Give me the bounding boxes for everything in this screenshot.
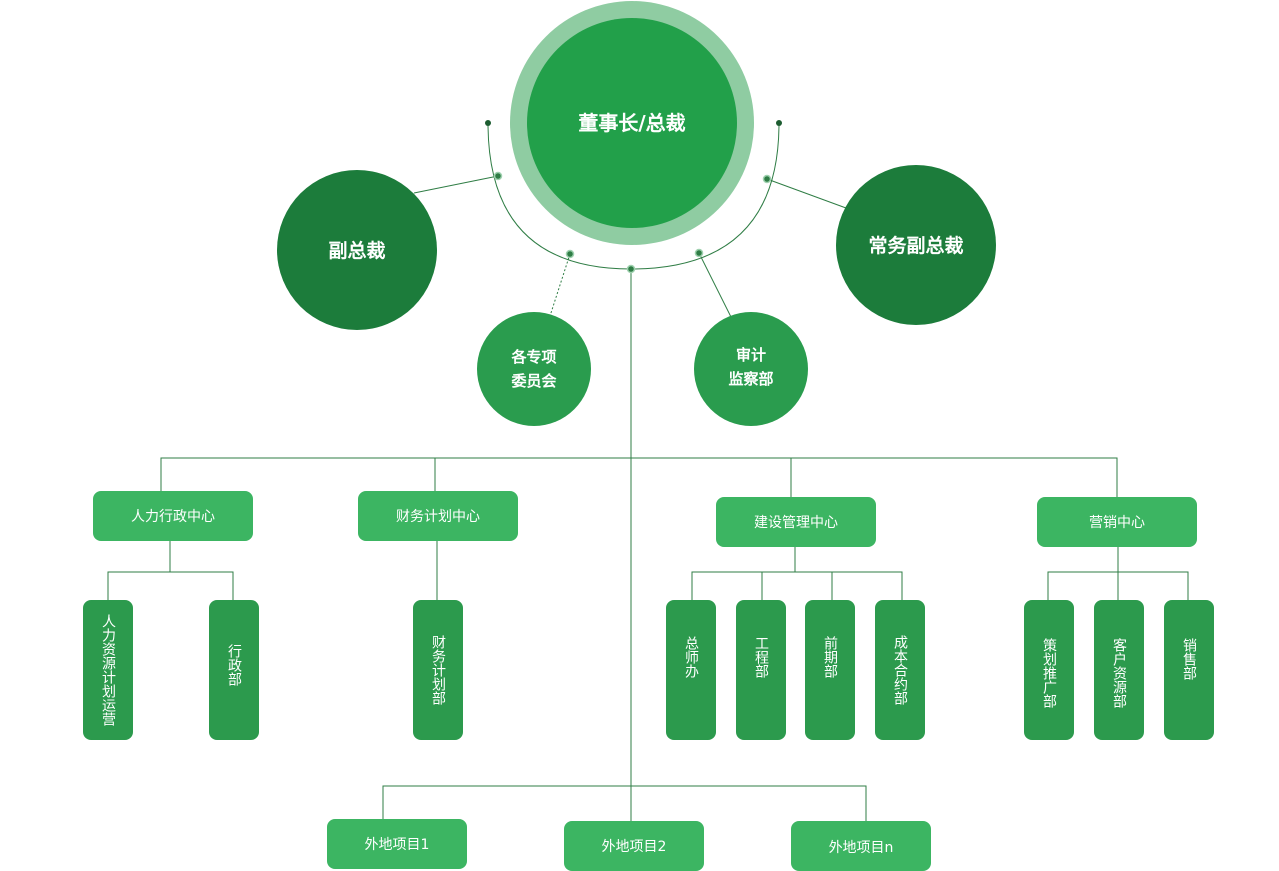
center-hr[interactable]: 人力行政中心 xyxy=(93,491,253,541)
project-1[interactable]: 外地项目1 xyxy=(327,819,467,869)
vp-node[interactable]: 副总裁 xyxy=(277,170,437,330)
dept-box[interactable] xyxy=(805,600,855,740)
dept-label: 人力资源计划运营 xyxy=(100,614,116,726)
line-to-vp xyxy=(413,175,499,194)
committees-node[interactable]: 各专项 委员会 xyxy=(477,312,591,426)
audit-label-line1: 审计 xyxy=(736,346,766,364)
line-to-committees xyxy=(549,253,571,317)
dept-box[interactable] xyxy=(1094,600,1144,740)
arc-dot xyxy=(626,264,636,274)
chairman-label: 董事长/总裁 xyxy=(578,111,685,135)
center-label: 营销中心 xyxy=(1089,515,1145,531)
hr-bus xyxy=(107,571,234,600)
chairman-core xyxy=(527,18,737,228)
connectors xyxy=(107,122,1189,821)
center-finance[interactable]: 财务计划中心 xyxy=(358,491,518,541)
project-n[interactable]: 外地项目n xyxy=(791,821,931,871)
audit-label-line2: 监察部 xyxy=(728,370,773,388)
center-label: 建设管理中心 xyxy=(754,515,838,531)
project-label: 外地项目n xyxy=(829,840,894,856)
dept-box[interactable] xyxy=(413,600,463,740)
project-box xyxy=(327,819,467,869)
dept-label: 工程部 xyxy=(753,636,769,678)
committees-label-line1: 各专项 xyxy=(510,348,556,366)
center-box xyxy=(358,491,518,541)
dept-box[interactable] xyxy=(666,600,716,740)
arc-end-dot-right xyxy=(776,120,782,126)
connection-dots xyxy=(485,120,782,274)
audit-node[interactable]: 审计 监察部 xyxy=(694,312,808,426)
dept-label: 销售部 xyxy=(1181,638,1197,680)
arc-dot xyxy=(694,248,704,258)
audit-circle xyxy=(694,312,808,426)
dept-label: 财务计划部 xyxy=(430,635,446,705)
construction-bus xyxy=(691,571,903,600)
dept-box[interactable] xyxy=(1164,600,1214,740)
center-box xyxy=(93,491,253,541)
arc-dot xyxy=(762,174,772,184)
vp-circle xyxy=(277,170,437,330)
center-construction[interactable]: 建设管理中心 xyxy=(716,497,876,547)
dept-label: 成本合约部 xyxy=(892,635,908,705)
vp-label: 副总裁 xyxy=(328,239,385,262)
project-label: 外地项目2 xyxy=(602,839,667,855)
projects-bus xyxy=(382,785,867,821)
project-box xyxy=(564,821,704,871)
center-label: 财务计划中心 xyxy=(396,509,480,525)
project-2[interactable]: 外地项目2 xyxy=(564,821,704,871)
chairman-node[interactable]: 董事长/总裁 xyxy=(510,1,754,245)
committees-label-line2: 委员会 xyxy=(511,372,556,390)
line-to-audit xyxy=(698,252,732,318)
evp-node[interactable]: 常务副总裁 xyxy=(836,165,996,325)
arc-end-dot-left xyxy=(485,120,491,126)
center-box xyxy=(716,497,876,547)
arc-dot xyxy=(493,171,503,181)
center-label: 人力行政中心 xyxy=(131,509,215,525)
dept-label: 总师办 xyxy=(683,636,699,679)
department-boxes: 人力资源计划运营 行政部 财务计划部 总师办 工程部 前期部 成本合约部 策划推… xyxy=(83,600,1214,740)
dept-label: 行政部 xyxy=(226,644,242,686)
dept-label: 客户资源部 xyxy=(1111,637,1127,708)
project-box xyxy=(791,821,931,871)
dept-box[interactable] xyxy=(875,600,925,740)
project-label: 外地项目1 xyxy=(365,837,430,853)
evp-circle xyxy=(836,165,996,325)
centers-bus xyxy=(160,457,1118,497)
center-box xyxy=(1037,497,1197,547)
committees-circle xyxy=(477,312,591,426)
evp-label: 常务副总裁 xyxy=(868,234,963,257)
dept-label: 前期部 xyxy=(822,635,838,678)
dept-box[interactable] xyxy=(736,600,786,740)
dept-label: 策划推广部 xyxy=(1041,637,1057,708)
line-to-evp xyxy=(766,178,847,209)
arc-dot xyxy=(565,249,575,259)
center-marketing[interactable]: 营销中心 xyxy=(1037,497,1197,547)
dept-box[interactable] xyxy=(1024,600,1074,740)
dept-box[interactable] xyxy=(83,600,133,740)
dept-box[interactable] xyxy=(209,600,259,740)
